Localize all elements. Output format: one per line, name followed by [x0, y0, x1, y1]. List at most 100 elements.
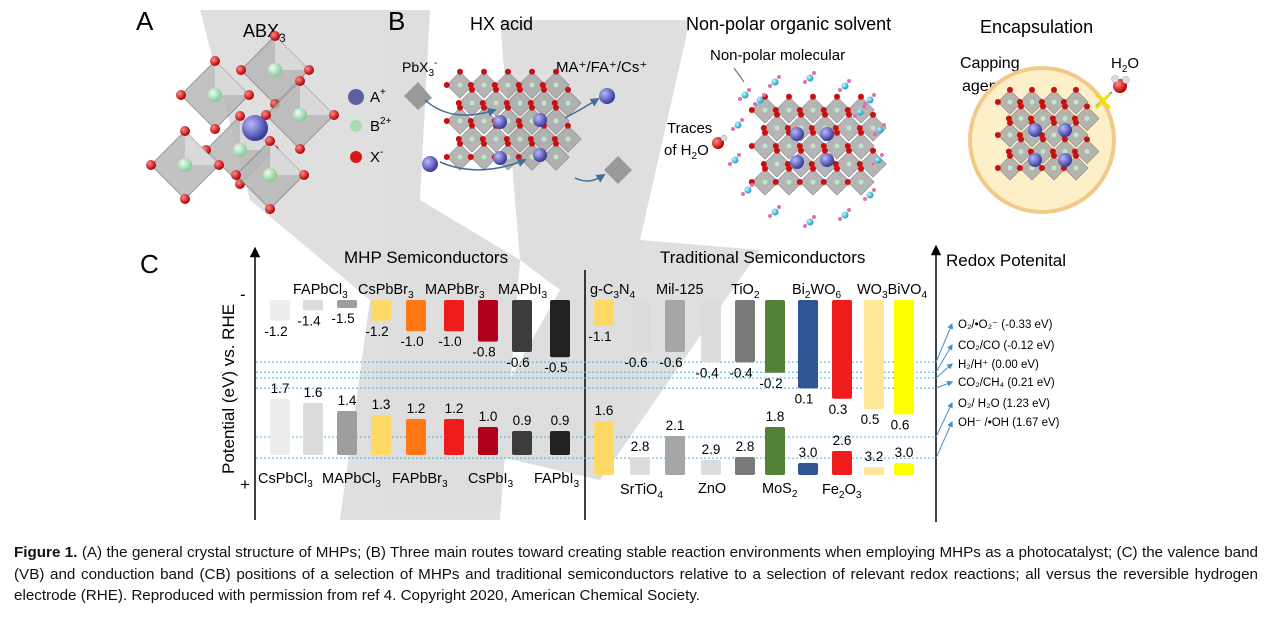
x-site-atom [244, 90, 254, 100]
mhp-title: MHP Semiconductors [344, 248, 508, 267]
cb-value-label: -1.5 [331, 311, 354, 326]
cb-bar [478, 300, 498, 342]
b-site-atom [846, 125, 852, 131]
b-site-atom [1073, 132, 1079, 138]
redox-label: H₂/H⁺ (0.00 eV) [958, 359, 1039, 371]
water-oxygen [712, 137, 724, 149]
cb-bar [630, 300, 650, 352]
ligand-tail [768, 214, 772, 218]
x-site-atom [994, 99, 1001, 105]
traces-h2o-label: of H2O [664, 142, 709, 162]
ligand-head [876, 126, 884, 134]
cb-value-label: -0.2 [759, 376, 782, 391]
vb-value-label: 1.8 [766, 409, 785, 424]
x-site-atom [517, 86, 523, 93]
x-site-atom [503, 136, 510, 142]
x-site-atom [505, 140, 511, 147]
ligand-head [731, 156, 739, 164]
x-site-atom [529, 68, 535, 75]
x-site-atom [856, 125, 863, 131]
vb-value-label: 1.4 [338, 393, 357, 408]
x-site-atom [1040, 136, 1046, 143]
material-name-bottom: FAPbI3 [534, 471, 580, 490]
x-site-atom [762, 165, 768, 172]
redox-label: CO₂/CH₄ (0.21 eV) [958, 377, 1055, 389]
cb-value-label: -0.8 [472, 345, 495, 360]
b-site-atom [1007, 132, 1013, 138]
b-site-atom [762, 143, 768, 149]
x-site-atom [784, 125, 791, 131]
redox-label: O₂/•O₂⁻ (-0.33 eV) [958, 319, 1053, 331]
x-site-atom [553, 68, 559, 75]
x-site-atom [505, 68, 511, 75]
b-site-atom [529, 82, 535, 88]
material-name-top: TiO2 [731, 282, 760, 301]
x-site-atom [832, 161, 839, 167]
a-site-cation [820, 127, 834, 141]
x-site-atom [1084, 136, 1090, 143]
ligand-tail [750, 183, 754, 187]
vb-value-label: 1.2 [407, 401, 426, 416]
water-hydrogen [1122, 76, 1130, 84]
x-site-atom [295, 76, 305, 86]
b-site-atom [541, 100, 547, 106]
ligand-tail [838, 88, 842, 92]
cb-value-label: -0.6 [659, 355, 682, 370]
x-site-atom [265, 136, 275, 146]
vb-value-label: 3.0 [799, 445, 818, 460]
x-site-atom [822, 147, 828, 154]
block-cross-icon [1094, 92, 1112, 110]
b-site-atom [457, 154, 463, 160]
ligand-tail [768, 84, 772, 88]
vb-value-label: 1.6 [304, 385, 323, 400]
redox-title: Redox Potenital [946, 251, 1066, 270]
redox-label: CO₂/CO (-0.12 eV) [958, 340, 1055, 352]
vb-value-label: 1.3 [372, 397, 391, 412]
b-site-atom [481, 82, 487, 88]
vb-bar [765, 427, 785, 475]
legend-marker [348, 89, 364, 105]
x-site-atom [565, 122, 571, 129]
x-site-atom [1051, 152, 1057, 159]
cb-bar [512, 300, 532, 352]
x-site-atom [527, 100, 534, 106]
material-name-top: MAPbI3 [498, 282, 548, 301]
cations-label: MA⁺/FA⁺/Cs⁺ [556, 59, 647, 76]
cb-bar [765, 300, 785, 373]
ligand-head [874, 156, 882, 164]
redox-pointer [935, 322, 953, 363]
cb-value-label: -1.0 [438, 334, 461, 349]
x-site-atom [844, 107, 851, 113]
water-hydrogen [1111, 75, 1119, 83]
encapsulation-illustration [968, 66, 1130, 214]
x-site-atom [180, 194, 190, 204]
x-site-atom [329, 110, 339, 120]
flow-arrow [439, 158, 527, 171]
ligand-tail [812, 215, 816, 219]
b-site-atom [1040, 116, 1046, 121]
x-site-atom [515, 82, 522, 88]
ligand-head [866, 191, 874, 199]
b-site-atom [870, 125, 876, 131]
panel-b: B HX acid PbX3- MA⁺/FA⁺/Cs⁺ Non-polar or… [388, 6, 1139, 228]
x-site-atom [810, 165, 816, 172]
ligand-head [806, 74, 814, 82]
x-site-atom [760, 161, 767, 167]
ligand-tail [871, 162, 875, 166]
cb-value-label: -1.2 [365, 324, 388, 339]
x-site-atom [820, 179, 827, 185]
x-site-atom [1051, 86, 1057, 93]
minus-sign: - [240, 285, 246, 304]
ligand-head [756, 96, 764, 104]
ligand-head [734, 121, 742, 129]
b-site-atom [834, 107, 840, 113]
cb-value-label: -1.2 [264, 324, 287, 339]
x-site-atom [994, 132, 1001, 138]
a-site-cation [533, 148, 547, 162]
vb-value-label: 2.6 [833, 433, 852, 448]
b-site-atom [208, 88, 222, 102]
vb-bar [512, 431, 532, 455]
x-site-atom [834, 93, 840, 100]
b-site-atom [1073, 99, 1079, 105]
x-site-atom [1051, 119, 1057, 126]
